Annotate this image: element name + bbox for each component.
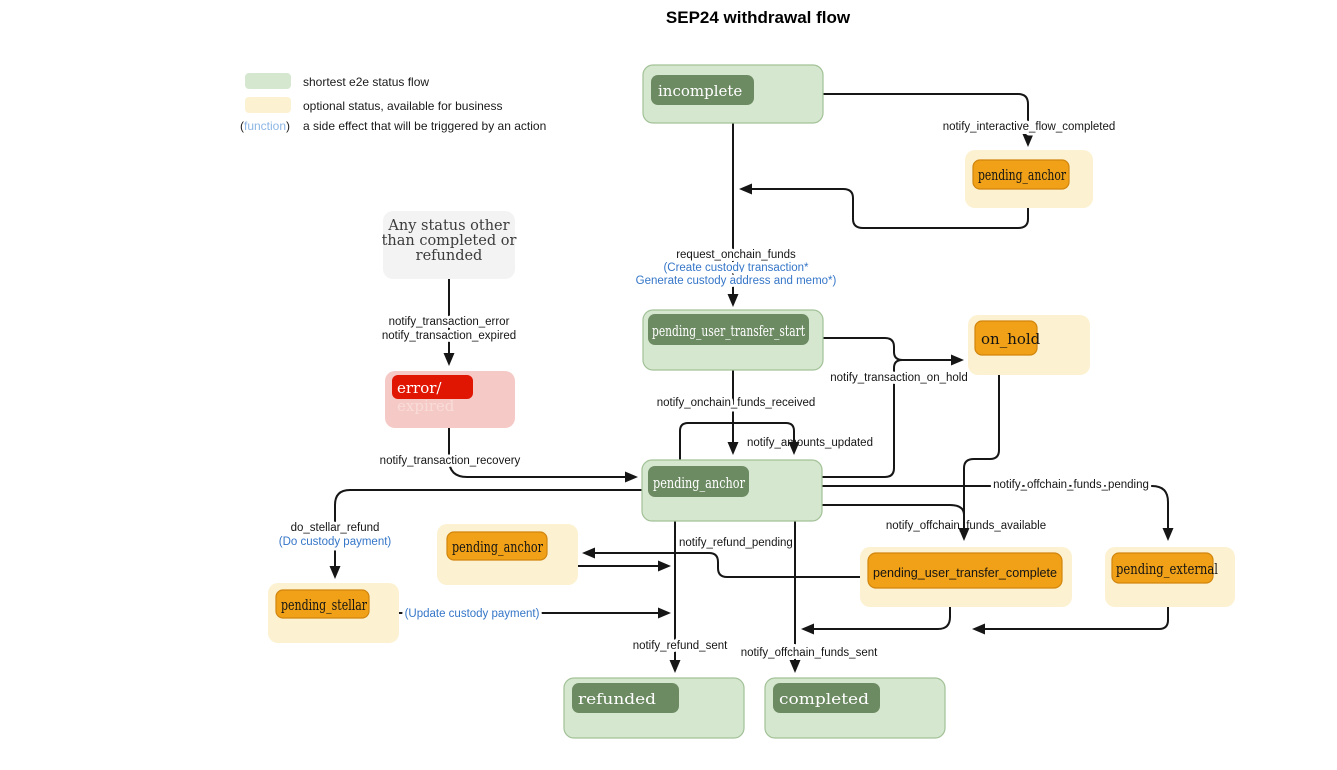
node-on-hold-label-box <box>974 320 1038 356</box>
edge-label-generate-custody-address: Generate custody address and memo*) <box>636 275 837 287</box>
edge-label-notify-refund-pending: notify_refund_pending <box>679 537 793 549</box>
node-incomplete-label-box <box>651 75 754 105</box>
node-any-status-line1: Any status other <box>387 218 509 234</box>
legend-optional-label: optional status, available for business <box>303 99 502 113</box>
node-pending-anchor-top-label-box <box>972 159 1070 190</box>
nodes: incomplete pending_anchor Any status oth… <box>268 64 1235 739</box>
node-pending-user-transfer-start: pending_user_transfer_start <box>642 309 824 371</box>
node-incomplete-label: incomplete <box>658 82 742 100</box>
edge-label-notify-transaction-on-hold: notify_transaction_on_hold <box>830 372 967 384</box>
edge-label-update-custody-payment: (Update custody payment) <box>405 608 540 620</box>
node-refunded-label: refunded <box>578 690 656 708</box>
edge-label-do-stellar-refund: do_stellar_refund <box>291 522 380 534</box>
node-pending-anchor-top: pending_anchor <box>965 150 1093 208</box>
edge-pending-anchor-top-return <box>739 183 1029 229</box>
node-pending-stellar-label: pending_stellar <box>281 596 368 614</box>
node-pending-anchor-center-label-box <box>648 466 749 497</box>
edge-pending-external-to-completed-merge <box>972 605 1169 635</box>
node-any-status-box <box>383 211 515 279</box>
node-on-hold: on_hold <box>968 315 1090 375</box>
edge-on-hold-to-putc <box>958 375 1000 541</box>
node-pust-label-box <box>648 314 809 345</box>
legend-shortest-swatch <box>245 73 291 89</box>
edge-label-do-custody-payment: (Do custody payment) <box>279 536 392 548</box>
edge-pending-anchor-to-pending-stellar <box>329 489 642 579</box>
edge-pust-to-on-hold <box>823 337 964 366</box>
node-incomplete: incomplete <box>642 64 824 124</box>
node-pending-stellar-label-box <box>275 589 370 619</box>
node-pending-anchor-top-label: pending_anchor <box>978 166 1067 184</box>
legend-function-word: function <box>244 119 286 133</box>
node-pending-stellar: pending_stellar <box>268 583 399 643</box>
node-pending-anchor-center-label: pending_anchor <box>653 474 746 492</box>
node-putc-label: pending_user_transfer_complete <box>873 565 1057 580</box>
edge-error-to-pending-anchor-center <box>448 428 638 483</box>
node-pending-anchor-center: pending_anchor <box>641 459 823 522</box>
node-pending-external-label: pending_external <box>1116 560 1218 578</box>
edge-label-notify-transaction-expired: notify_transaction_expired <box>382 330 516 342</box>
edge-label-notify-transaction-recovery: notify_transaction_recovery <box>380 455 521 467</box>
edge-incomplete-to-pending-anchor-top <box>823 93 1034 147</box>
edge-label-notify-offchain-funds-sent: notify_offchain_funds_sent <box>741 647 878 659</box>
node-putc-label-box <box>867 552 1063 589</box>
node-error-expired-label-box <box>392 375 473 399</box>
node-refunded-label-box <box>572 683 679 713</box>
edge-labels: notify_interactive_flow_completed reques… <box>276 118 1152 662</box>
edge-putc-to-pending-anchor-left <box>582 547 860 578</box>
edge-label-create-custody-transaction: (Create custody transaction* <box>663 262 809 274</box>
edge-label-notify-onchain-funds-received: notify_onchain_funds_received <box>657 397 816 409</box>
node-pust-label: pending_user_transfer_start <box>652 322 805 340</box>
legend-shortest-label: shortest e2e status flow <box>303 75 429 89</box>
node-error-label: error/ <box>397 379 442 397</box>
node-expired-label: expired <box>397 397 455 415</box>
node-pending-user-transfer-complete: pending_user_transfer_complete <box>860 547 1072 607</box>
node-pending-external-label-box <box>1111 552 1214 584</box>
node-pending-anchor-left-label-box <box>446 531 548 561</box>
node-on-hold-label: on_hold <box>981 330 1041 348</box>
edge-label-notify-interactive-flow-completed: notify_interactive_flow_completed <box>943 121 1116 133</box>
node-pending-anchor-left-label: pending_anchor <box>452 538 544 556</box>
edge-label-notify-offchain-funds-pending: notify_offchain_funds_pending <box>993 479 1149 491</box>
edge-label-notify-offchain-funds-available: notify_offchain_funds_available <box>886 520 1046 532</box>
legend-function-close: ) <box>286 119 290 133</box>
legend: shortest e2e status flow optional status… <box>240 73 546 133</box>
node-completed-label: completed <box>779 690 869 708</box>
legend-function-token: (function) <box>240 119 290 133</box>
node-any-status-line3: refunded <box>416 248 483 264</box>
node-refunded: refunded <box>563 677 745 739</box>
node-any-status: Any status other than completed or refun… <box>382 211 517 279</box>
edge-label-notify-amounts-updated: notify_amounts_updated <box>747 437 873 449</box>
node-pending-anchor-left: pending_anchor <box>437 524 578 585</box>
node-any-status-line2: than completed or <box>382 233 517 249</box>
legend-function-desc: a side effect that will be triggered by … <box>303 119 546 133</box>
edge-label-notify-refund-sent: notify_refund_sent <box>633 640 728 652</box>
edges <box>329 93 1174 673</box>
legend-function-open: ( <box>240 119 244 133</box>
node-completed-label-box <box>773 683 880 713</box>
edge-pending-anchor-to-putc-merge <box>822 504 965 516</box>
edge-pending-anchor-to-on-hold <box>822 359 903 478</box>
legend-optional-swatch <box>245 97 291 113</box>
edge-pending-anchor-self-loop <box>679 422 800 460</box>
page-title: SEP24 withdrawal flow <box>666 8 851 27</box>
edge-label-request-onchain-funds: request_onchain_funds <box>676 249 796 261</box>
node-error-expired: error/ expired <box>385 371 515 428</box>
edge-label-notify-transaction-error: notify_transaction_error <box>389 316 510 328</box>
edge-putc-to-completed-merge <box>801 607 951 635</box>
node-pending-external: pending_external <box>1105 547 1235 607</box>
node-completed: completed <box>764 677 946 739</box>
edge-pending-anchor-to-pending-external <box>822 485 1174 541</box>
